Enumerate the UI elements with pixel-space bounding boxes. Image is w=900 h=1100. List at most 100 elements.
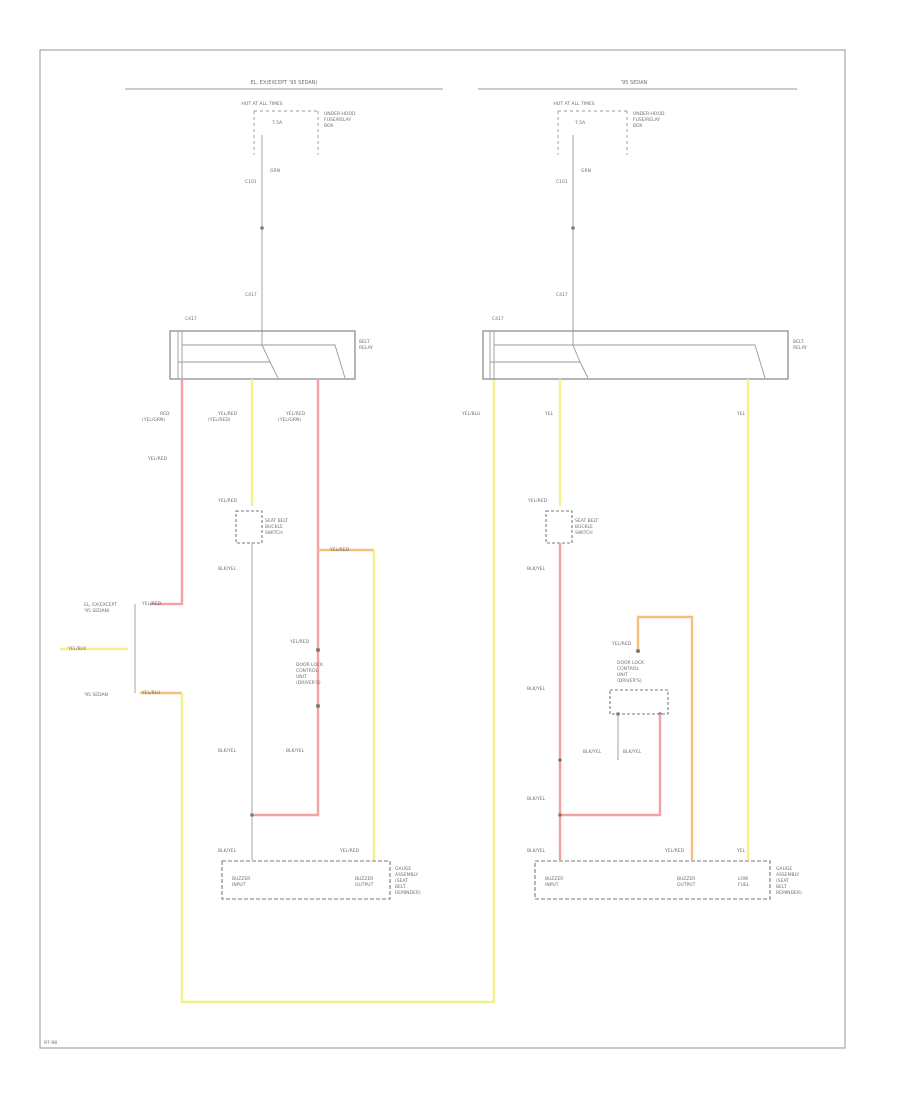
left-w-a-2: (YEL/GRN) xyxy=(142,417,165,423)
right-fuse-label: 7.5A xyxy=(575,120,586,126)
left-relay-switch xyxy=(177,331,346,379)
right-w-g: BLK/YEL xyxy=(527,686,546,692)
left-mod-4: (DRIVER'S) xyxy=(296,680,321,686)
left-cb-label-5: REMINDER) xyxy=(395,890,421,896)
right-w1: GRN xyxy=(581,168,591,174)
left-w-i: YEL/RED xyxy=(339,848,360,854)
left-fuse-box-outline xyxy=(253,110,319,155)
right-module-box xyxy=(609,689,669,715)
left-sw-3: SWITCH xyxy=(265,530,283,536)
left-w-f: BLK/YEL xyxy=(218,748,237,754)
cross-connect-yellow-wire xyxy=(180,379,496,1004)
left-mod-2: CONTROL xyxy=(296,668,318,674)
right-cb-3b: FUEL xyxy=(738,882,750,888)
right-fuse-box-outline xyxy=(557,110,628,155)
left-buckle-switch xyxy=(235,510,263,544)
right-fuse-side-2: FUSE/RELAY xyxy=(633,117,660,123)
right-w-i: YEL/RED xyxy=(664,848,685,854)
left-fuse-side-1: UNDER-HOOD xyxy=(324,111,356,117)
left-header: EL, EX(EXCEPT '95 SEDAN) xyxy=(251,80,318,86)
right-cb-2a: BUZZER xyxy=(677,876,695,882)
right-relay-label-2: RELAY xyxy=(793,345,807,351)
left-gauge-box xyxy=(221,860,391,900)
left-cb-1b: INPUT xyxy=(232,882,246,888)
right-orange-wire xyxy=(636,615,694,860)
left-c3: C417 xyxy=(185,316,197,322)
right-c2: C417 xyxy=(556,292,568,298)
left-w-a2: YEL/RED xyxy=(147,456,168,462)
right-mod-top: YEL/RED xyxy=(611,641,632,647)
left-mod-3: UNIT xyxy=(296,674,307,680)
right-cb-label-5: REMINDER) xyxy=(776,890,802,896)
right-mod-pin-top xyxy=(636,649,640,653)
left-w-e: YEL/RED xyxy=(329,547,350,553)
footer-code: 97-98 xyxy=(44,1040,57,1046)
right-circuit: '95 SEDAN HOT AT ALL TIMES 7.5A UNDER-HO… xyxy=(461,80,807,900)
right-sw-cap: YEL/RED xyxy=(527,498,548,504)
right-red-wire-2 xyxy=(560,714,662,817)
right-fuse-hot-label: HOT AT ALL TIMES xyxy=(553,101,594,107)
left-fuse-label: 7.5A xyxy=(272,120,283,126)
left-cb-2a: BUZZER xyxy=(355,876,373,882)
right-cb-2b: OUTPUT xyxy=(677,882,696,888)
right-fuse-side-1: UNDER-HOOD xyxy=(633,111,665,117)
left-src-2: '95 SEDAN) xyxy=(84,608,110,614)
right-splice-dot xyxy=(571,226,575,230)
right-junction-dot-1 xyxy=(558,758,562,762)
left-relay-label-1: BELT xyxy=(359,339,370,345)
left-w-b-2: (YEL/RED) xyxy=(208,417,231,423)
left-fuse-side-3: BOX xyxy=(324,123,333,129)
right-relay-switch xyxy=(489,331,766,379)
right-w-f: BLK/YEL xyxy=(623,749,642,755)
right-cb-label-2: ASSEMBLY xyxy=(776,872,800,878)
left-w-d: BLK/YEL xyxy=(218,566,237,572)
right-w-h2: BLK/YEL xyxy=(527,848,546,854)
right-c3: C417 xyxy=(492,316,504,322)
left-src-1: EL, EX(EXCEPT xyxy=(84,602,117,608)
left-cb-label-1: GAUGE xyxy=(395,866,411,872)
left-relay-label-2: RELAY xyxy=(359,345,373,351)
right-w-a: YEL/BLU xyxy=(461,411,480,417)
left-w-h: BLK/YEL xyxy=(218,848,237,854)
left-c1: C101 xyxy=(245,179,257,185)
left-junction-dot xyxy=(250,813,254,817)
left-src-3: '95 SEDAN xyxy=(84,692,108,698)
left-fuse-side-2: FUSE/RELAY xyxy=(324,117,351,123)
right-relay-label-1: BELT xyxy=(793,339,804,345)
right-c1: C101 xyxy=(556,179,568,185)
left-w1: GRN xyxy=(270,168,280,174)
right-mod-2: CONTROL xyxy=(617,666,639,672)
left-relay-box xyxy=(169,330,356,380)
left-mod-pin-bottom xyxy=(316,704,320,708)
right-relay-box xyxy=(482,330,789,380)
left-red-wire-2 xyxy=(252,379,320,817)
right-sw-1: SEAT BELT xyxy=(575,518,598,524)
left-splice-dot xyxy=(260,226,264,230)
diagram-frame xyxy=(39,49,846,1049)
right-cb-1a: BUZZER xyxy=(545,876,563,882)
right-w-h: BLK/YEL xyxy=(527,796,546,802)
right-header: '95 SEDAN xyxy=(621,80,648,86)
left-mod-pin-top xyxy=(316,648,320,652)
left-fuse-hot-label: HOT AT ALL TIMES xyxy=(241,101,282,107)
right-cb-label-4: BELT xyxy=(776,884,787,890)
left-w-a-1: RED xyxy=(160,411,170,417)
left-cb-label-2: ASSEMBLY xyxy=(395,872,419,878)
right-cb-1b: INPUT xyxy=(545,882,559,888)
left-mod-1: DOOR LOCK xyxy=(296,662,324,668)
right-w-b: YEL xyxy=(544,411,554,417)
right-buckle-switch xyxy=(545,510,573,544)
right-sw-2: BUCKLE xyxy=(575,524,593,530)
left-cb-2b: OUTPUT xyxy=(355,882,374,888)
left-sw-cap: YEL/RED xyxy=(217,498,238,504)
left-src-w1: YEL/RED xyxy=(141,601,162,607)
left-cb-label-4: BELT xyxy=(395,884,406,890)
right-cb-3a: LOW xyxy=(738,876,749,882)
right-cb-label-1: GAUGE xyxy=(776,866,792,872)
right-w-c: YEL xyxy=(736,411,746,417)
right-w-d: BLK/YEL xyxy=(527,566,546,572)
right-gauge-box xyxy=(534,860,771,900)
right-cb-label-3: (SEAT xyxy=(776,878,789,884)
right-junction-dot-2 xyxy=(558,813,562,817)
